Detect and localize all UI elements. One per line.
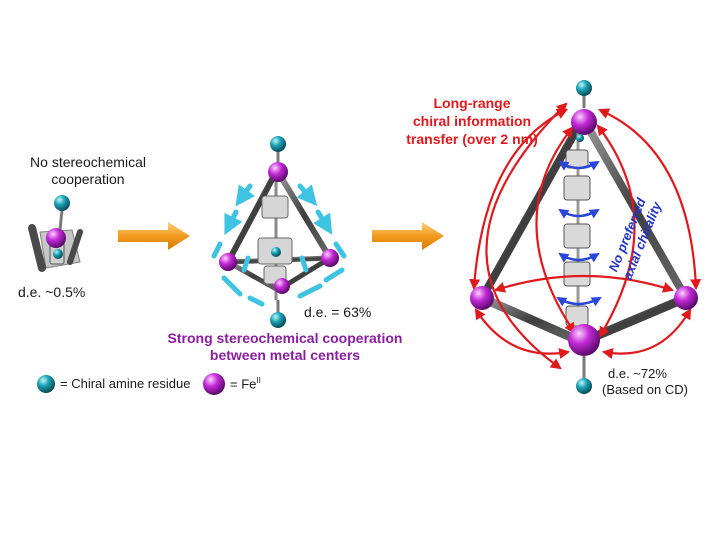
legend-fe-superscript: II	[256, 376, 261, 385]
legend-fe-icon	[203, 373, 225, 395]
amine-residue	[576, 378, 592, 394]
middle-caption-line2: between metal centers	[209, 347, 361, 363]
legend-amine-icon	[37, 375, 55, 393]
right-complex	[469, 80, 702, 394]
right-title: Long-range chiral information transfer (…	[392, 94, 552, 148]
fe-ion	[568, 324, 600, 356]
legend-amine-label: = Chiral amine residue	[60, 376, 191, 391]
amine-residue	[270, 312, 286, 328]
fe-ion	[219, 253, 237, 271]
fe-ion	[470, 286, 494, 310]
progression-arrow	[118, 222, 190, 250]
fe-ion	[268, 162, 288, 182]
left-title-line1: No stereochemical	[30, 154, 146, 170]
legend-fe-label: = FeII	[230, 376, 261, 391]
left-complex	[28, 195, 83, 272]
amine-residue	[54, 195, 70, 211]
right-de-note: (Based on CD)	[602, 382, 688, 397]
middle-de: d.e. = 63%	[304, 304, 372, 320]
fe-ion	[46, 228, 66, 248]
amine-residue	[576, 80, 592, 96]
fe-ion	[274, 278, 290, 294]
middle-complex	[211, 136, 347, 328]
middle-caption-line1: Strong stereochemical cooperation	[167, 330, 403, 346]
left-title-line2: cooperation	[51, 171, 125, 187]
fe-ion	[674, 286, 698, 310]
right-title-line3: transfer (over 2 nm)	[406, 131, 538, 147]
fe-ion	[571, 109, 597, 135]
amine-residue	[270, 136, 286, 152]
right-title-line2: chiral information	[412, 113, 532, 129]
left-title: No stereochemical cooperation	[8, 154, 168, 188]
progression-arrow	[372, 222, 444, 250]
middle-caption: Strong stereochemical cooperation betwee…	[150, 330, 420, 364]
right-de-value: d.e. ~72%	[608, 366, 667, 381]
left-de: d.e. ~0.5%	[18, 284, 86, 300]
legend-fe-text: = Fe	[230, 376, 257, 392]
fe-ion	[321, 249, 339, 267]
right-de: d.e. ~72% (Based on CD)	[602, 366, 688, 398]
right-title-line1: Long-range	[433, 95, 511, 111]
